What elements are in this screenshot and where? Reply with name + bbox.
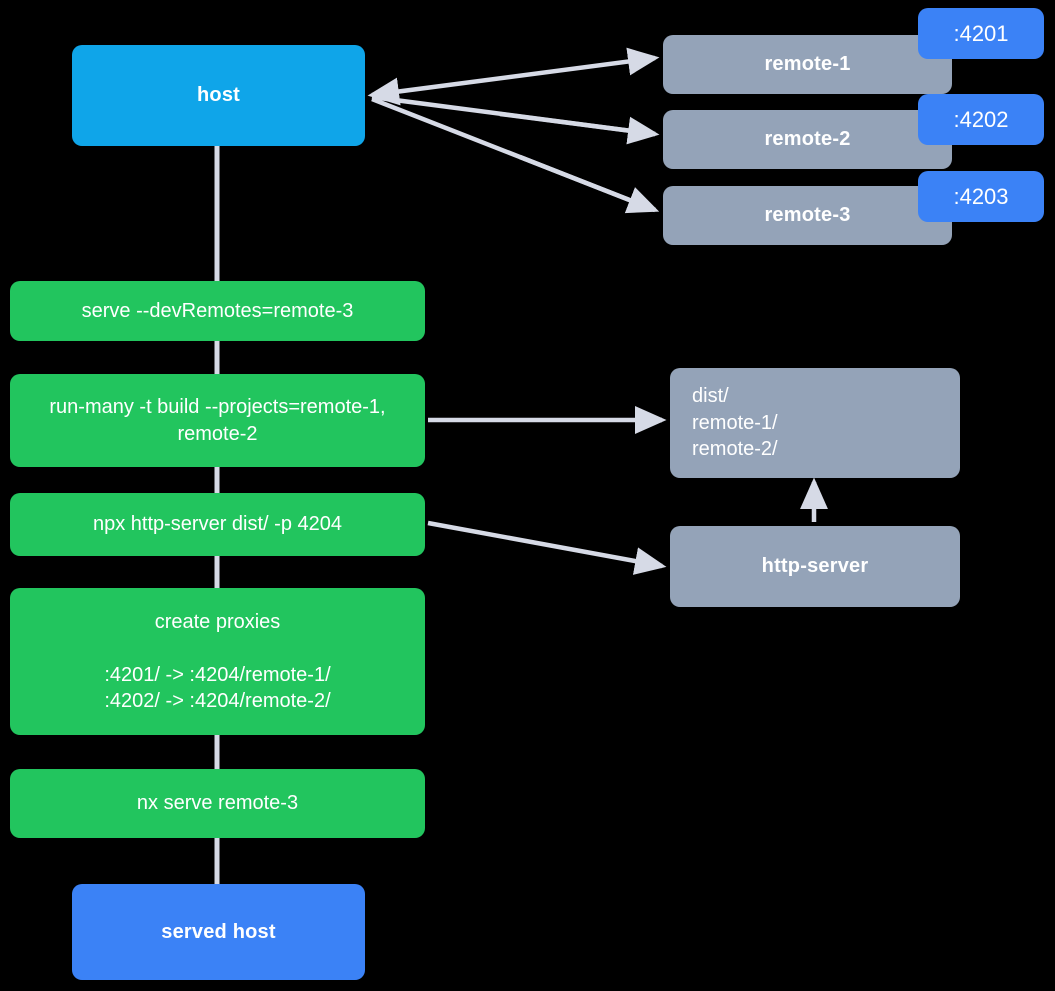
node-command-run-many-label: run-many -t build --projects=remote-1, r…	[49, 396, 386, 445]
port-badge-remote-1-label: :4201	[953, 20, 1009, 46]
edge-host-to-remote-2-head	[499, 111, 660, 145]
edge-host-to-remote-2	[371, 94, 656, 137]
node-command-serve-devremotes-label: serve --devRemotes=remote-3	[81, 299, 354, 322]
node-http-server[interactable]: http-server	[670, 526, 960, 607]
port-badge-remote-3: :4203	[918, 171, 1044, 222]
node-dist-folder-label: dist/ remote-1/ remote-2/	[692, 385, 778, 461]
port-badge-remote-2: :4202	[918, 94, 1044, 145]
node-host[interactable]: host	[72, 45, 365, 146]
node-command-serve-devremotes[interactable]: serve --devRemotes=remote-3	[10, 281, 425, 341]
node-command-nx-serve-remote-3-label: nx serve remote-3	[136, 792, 299, 815]
port-badge-remote-2-label: :4202	[953, 106, 1009, 132]
node-remote-1[interactable]: remote-1	[663, 35, 952, 94]
node-served-host-label: served host	[161, 920, 276, 943]
node-command-create-proxies-label: create proxies :4201/ -> :4204/remote-1/…	[104, 610, 331, 712]
edge-host-to-remote-3	[371, 96, 656, 213]
port-badge-remote-3-label: :4203	[953, 183, 1009, 209]
node-command-nx-serve-remote-3[interactable]: nx serve remote-3	[10, 769, 425, 838]
node-command-npx-http-server[interactable]: npx http-server dist/ -p 4204	[10, 493, 425, 556]
edge-host-to-remote-1	[367, 47, 660, 106]
edge-npx-to-httpserver	[427, 520, 667, 575]
node-remote-3[interactable]: remote-3	[663, 186, 952, 245]
node-dist-folder[interactable]: dist/ remote-1/ remote-2/	[670, 368, 960, 478]
node-remote-3-label: remote-3	[764, 204, 851, 227]
edge-host-to-remote-3-head	[519, 154, 660, 214]
node-command-run-many[interactable]: run-many -t build --projects=remote-1, r…	[10, 374, 425, 467]
node-command-create-proxies[interactable]: create proxies :4201/ -> :4204/remote-1/…	[10, 588, 425, 735]
node-remote-1-label: remote-1	[764, 53, 851, 76]
port-badge-remote-1: :4201	[918, 8, 1044, 59]
node-host-label: host	[196, 84, 241, 107]
node-served-host[interactable]: served host	[72, 884, 365, 980]
node-remote-2-label: remote-2	[764, 128, 851, 151]
node-http-server-label: http-server	[761, 555, 869, 578]
node-command-npx-http-server-label: npx http-server dist/ -p 4204	[92, 513, 342, 536]
node-remote-2[interactable]: remote-2	[663, 110, 952, 169]
